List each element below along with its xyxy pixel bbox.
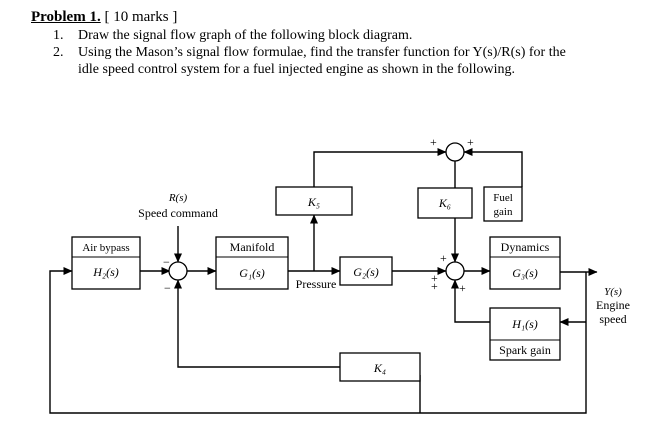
- problem-title: Problem 1. [ 10 marks ]: [31, 8, 651, 27]
- block-g2: G₂(s): [339, 256, 393, 286]
- sum-junction-2: [445, 261, 465, 281]
- problem-item-1: 1. Draw the signal flow graph of the fol…: [31, 27, 651, 44]
- sign-sum1-bottom: −: [164, 281, 171, 295]
- item-text-line-1: Using the Mason’s signal flow formulae, …: [78, 45, 566, 60]
- output-label-line-2: speed: [599, 312, 626, 326]
- input-symbol: R(s): [168, 192, 188, 204]
- block-fuel-gain-line-2: gain: [494, 206, 513, 218]
- item-number: 2.: [53, 45, 64, 60]
- block-spark-gain-title: Spark gain: [499, 343, 551, 357]
- wire-k5-to-top-sum: [313, 148, 447, 187]
- problem-marks: [ 10 marks ]: [100, 9, 178, 25]
- item-text-line-2: idle speed control system for a fuel inj…: [78, 62, 516, 77]
- problem-header: Problem 1. [ 10 marks ] 1. Draw the sign…: [31, 8, 651, 78]
- block-air-bypass: Air bypass H₂(s): [71, 236, 141, 290]
- item-text: Draw the signal flow graph of the follow…: [78, 28, 413, 43]
- block-air-bypass-tf: H₂(s): [92, 265, 119, 279]
- sign-top-right: +: [467, 135, 474, 149]
- sign-sum2-left: +: [431, 271, 438, 285]
- sign-sum2-top: +: [440, 251, 447, 265]
- block-manifold: Manifold G₁(s): [215, 236, 289, 290]
- block-k4-tf: K₄: [373, 361, 386, 375]
- output-symbol: Y(s): [604, 286, 622, 298]
- output-label-line-1: Engine: [596, 298, 630, 312]
- sign-sum1-left: −: [163, 255, 170, 269]
- problem-number: Problem 1.: [31, 9, 101, 25]
- sum-junction-top: [445, 142, 465, 162]
- wire-output-feedback: [49, 267, 587, 414]
- block-k4: K₄: [339, 352, 421, 382]
- input-label: Speed command: [138, 206, 218, 220]
- block-fuel-gain-line-1: Fuel: [493, 192, 513, 204]
- block-dynamics-tf: G₃(s): [512, 266, 538, 280]
- block-k5-tf: K₅: [307, 195, 320, 209]
- signal-pressure-label: Pressure: [296, 277, 337, 291]
- sign-top-left: +: [430, 135, 437, 149]
- sign-sum2-bottom-inner: +: [431, 279, 438, 293]
- wire-k4-to-sum1: [174, 279, 340, 368]
- block-air-bypass-title: Air bypass: [82, 242, 129, 254]
- block-spark-gain: H₁(s) Spark gain: [489, 307, 561, 361]
- sum-junction-1: [168, 261, 188, 281]
- block-manifold-tf: G₁(s): [239, 266, 265, 280]
- block-spark-gain-tf: H₁(s): [511, 317, 538, 331]
- item-number: 1.: [53, 28, 64, 43]
- block-dynamics: Dynamics G₃(s): [489, 236, 561, 290]
- block-fuel-gain: Fuel gain: [483, 186, 523, 222]
- block-g2-tf: G₂(s): [353, 265, 379, 279]
- problem-items: 1. Draw the signal flow graph of the fol…: [31, 27, 651, 78]
- block-k6-tf: K₆: [438, 196, 451, 210]
- signal-wires: [49, 148, 598, 414]
- block-k5: K₅: [275, 186, 353, 216]
- block-manifold-title: Manifold: [230, 240, 275, 254]
- problem-item-2: 2. Using the Mason’s signal flow formula…: [31, 44, 651, 78]
- wire-spark-gain-to-sum2: [451, 279, 490, 323]
- block-k6: K₆: [417, 187, 473, 219]
- sign-sum2-bottom: +: [459, 281, 466, 295]
- wire-fuel-gain-to-top-sum: [463, 148, 523, 187]
- block-dynamics-title: Dynamics: [501, 240, 550, 254]
